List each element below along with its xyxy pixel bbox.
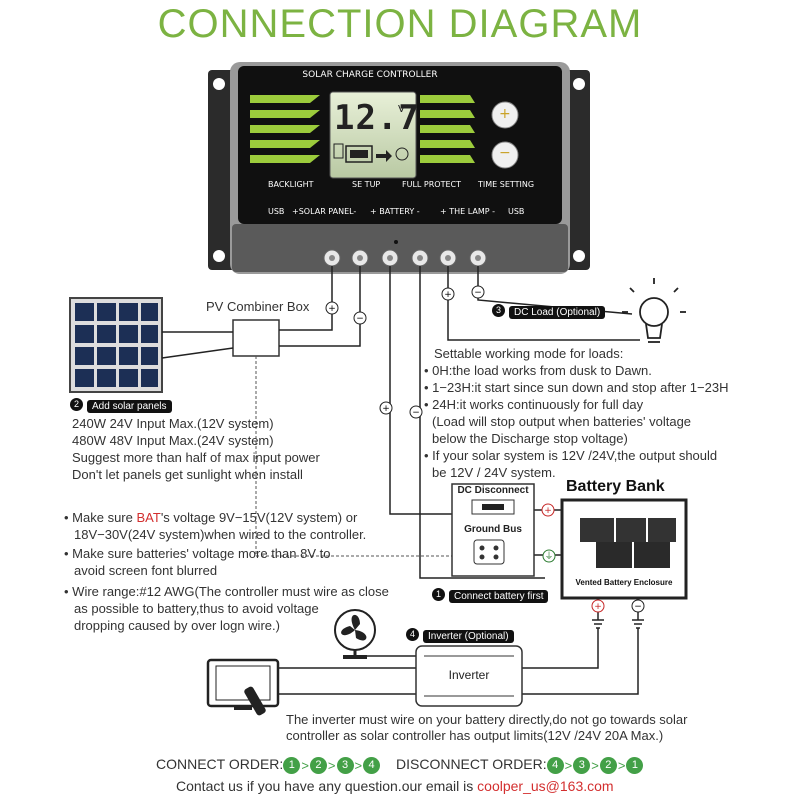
load-note: • 1−23H:it start since sun down and stop… xyxy=(424,380,729,395)
load-note: (Load will stop output when batteries' v… xyxy=(432,414,692,429)
time-setting-label: TIME SETTING xyxy=(478,180,535,189)
solar-step-tag: 2 Add solar panels xyxy=(70,396,172,414)
battery-note: dropping caused by over logn wire.) xyxy=(74,618,280,633)
svg-text:−: − xyxy=(634,602,642,612)
solar-tag: Add solar panels xyxy=(87,400,172,413)
setup-label: SE TUP xyxy=(352,180,381,189)
bulb-icon xyxy=(622,278,686,343)
connect-order: CONNECT ORDER:1>2>3>4 xyxy=(156,756,381,774)
contact-line: Contact us if you have any question.our … xyxy=(176,778,614,794)
solar-panel xyxy=(69,297,163,393)
load-step-tag: 3 DC Load (Optional) xyxy=(492,302,606,320)
tv-icon xyxy=(206,658,280,716)
inverter-note: The inverter must wire on your battery d… xyxy=(286,712,688,727)
solar-note: Don't let panels get sunlight when insta… xyxy=(72,467,303,482)
battery-note: avoid screen font blurred xyxy=(74,563,218,578)
full-protect-label: FULL PROTECT xyxy=(402,180,462,189)
svg-text:−: − xyxy=(474,288,482,298)
contact-email[interactable]: coolper_us@163.com xyxy=(477,778,614,794)
ground-wire xyxy=(255,356,500,557)
controller-name: SOLAR CHARGE CONTROLLER xyxy=(302,70,438,80)
page-title: CONNECTION DIAGRAM xyxy=(157,2,643,46)
load-note: below the Discharge stop voltage) xyxy=(432,431,628,446)
load-note: • If your solar system is 12V /24V,the o… xyxy=(424,448,718,463)
inverter-label: Inverter xyxy=(448,668,490,682)
battery-note: 18V−30V(24V system)when wired to the con… xyxy=(74,527,367,542)
step-number: 3 xyxy=(492,304,505,318)
ground-bus-label: Ground Bus xyxy=(464,524,522,535)
svg-text:+: + xyxy=(328,304,336,314)
solar-note: 480W 48V Input Max.(24V system) xyxy=(72,433,274,448)
svg-text:+: + xyxy=(444,290,452,300)
battery-bank-title: Battery Bank xyxy=(566,478,665,495)
load-note: • 24H:it works continuously for full day xyxy=(424,397,644,412)
inverter-note: controller as solar controller has outpu… xyxy=(286,728,664,743)
svg-text:+: + xyxy=(594,602,602,612)
usb-port-left: USB xyxy=(268,207,285,216)
dc-disconnect-label: DC Disconnect xyxy=(457,485,529,496)
load-note: be 12V / 24V system. xyxy=(432,465,556,480)
svg-text:+: + xyxy=(544,506,552,516)
svg-text:⏚: ⏚ xyxy=(544,551,553,562)
battery-port: + BATTERY - xyxy=(370,207,420,216)
svg-text:+: + xyxy=(382,404,390,414)
battery-note: • Wire range:#12 AWG(The controller must… xyxy=(64,584,389,599)
fan-icon xyxy=(334,609,376,659)
battery-note: as possible to battery,thus to avoid vol… xyxy=(74,601,319,616)
solar-panel-port: +SOLAR PANEL- xyxy=(292,207,357,216)
pv-combiner-label: PV Combiner Box xyxy=(206,299,310,314)
pv-combiner-box xyxy=(232,319,280,357)
load-note: Settable working mode for loads: xyxy=(434,346,624,361)
inverter-box xyxy=(415,645,523,707)
disconnect-order: DISCONNECT ORDER:4>3>2>1 xyxy=(396,756,644,774)
step-number: 2 xyxy=(70,398,83,412)
solar-charge-controller xyxy=(230,62,570,274)
lcd-voltage: 12.7 xyxy=(334,98,420,138)
dc-disconnect-box xyxy=(451,483,535,577)
load-note: • 0H:the load works from dusk to Dawn. xyxy=(424,363,652,378)
plus-button[interactable]: + xyxy=(499,106,511,122)
battery-note: • Make sure batteries' voltage more than… xyxy=(64,546,331,561)
lamp-port: + THE LAMP - xyxy=(440,207,496,216)
lcd-unit: V xyxy=(398,104,405,115)
backlight-label: BACKLIGHT xyxy=(268,180,314,189)
battery-bank xyxy=(560,498,688,600)
battery-enclosure-label: Vented Battery Enclosure xyxy=(575,578,673,587)
svg-text:−: − xyxy=(412,408,420,418)
solar-note: 240W 24V Input Max.(12V system) xyxy=(72,416,274,431)
ground-symbols xyxy=(592,619,644,629)
load-tag: DC Load (Optional) xyxy=(509,306,606,319)
svg-text:−: − xyxy=(356,314,364,324)
usb-port-right: USB xyxy=(508,207,525,216)
terminal-screws xyxy=(323,240,487,267)
step-number: 1 xyxy=(432,588,445,602)
battery-note: • Make sure BAT's voltage 9V−15V(12V sys… xyxy=(64,510,358,525)
minus-button[interactable]: − xyxy=(499,145,511,161)
step-number: 4 xyxy=(406,628,419,642)
solar-note: Suggest more than half of max input powe… xyxy=(72,450,320,465)
